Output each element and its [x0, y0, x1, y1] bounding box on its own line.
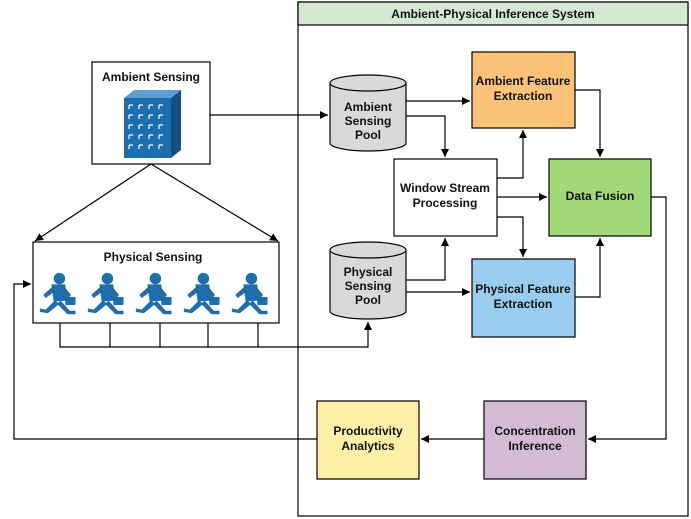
- arrow-ambient-pool-to-window: [406, 115, 449, 157]
- concentration-line-1: Concentration: [494, 424, 575, 438]
- ambient-sensing-pool: Ambient Sensing Pool: [329, 74, 407, 152]
- productivity-line-2: Analytics: [341, 439, 395, 453]
- arrow-ambient-feature-to-fusion: [575, 89, 604, 157]
- ambient-pool-line-1: Ambient: [344, 100, 392, 114]
- ambient-feature-box: [471, 51, 576, 129]
- physical-sensing-pool: Physical Sensing Pool: [329, 241, 407, 320]
- data-fusion-box: [548, 158, 652, 237]
- ambient-feature-line-1: Ambient Feature: [476, 74, 571, 88]
- arrow-fusion-to-concentration: [588, 196, 667, 443]
- window-stream-box: [393, 158, 498, 237]
- physical-pool-line-3: Pool: [355, 293, 381, 307]
- system-title-bar: [297, 1, 689, 26]
- ambient-feature-line-2: Extraction: [494, 89, 553, 103]
- physical-feature-line-1: Physical Feature: [475, 282, 571, 296]
- ambient-pool-line-3: Pool: [355, 128, 381, 142]
- window-stream-line-1: Window Stream: [400, 181, 490, 195]
- arrow-ambient-to-physical-left: [34, 163, 152, 242]
- arrow-physical-bus-to-pool: [59, 322, 372, 348]
- data-fusion-label: Data Fusion: [566, 189, 635, 203]
- arrow-window-to-physical-feature: [497, 216, 527, 257]
- system-title: Ambient-Physical Inference System: [391, 7, 594, 21]
- arrow-ambient-to-physical-right: [150, 163, 279, 242]
- physical-pool-line-1: Physical: [344, 265, 393, 279]
- arrow-window-to-ambient-feature: [497, 130, 527, 179]
- physical-pool-line-2: Sensing: [345, 279, 392, 293]
- window-stream-line-2: Processing: [413, 196, 478, 210]
- physical-feature-line-2: Extraction: [494, 297, 553, 311]
- physical-bus-taps: [109, 323, 259, 347]
- ambient-pool-line-2: Sensing: [345, 114, 392, 128]
- arrow-physical-pool-to-window: [406, 238, 449, 281]
- physical-sensing-label: Physical Sensing: [104, 250, 203, 264]
- productivity-analytics-box: [316, 400, 420, 480]
- ambient-sensing-label: Ambient Sensing: [102, 70, 200, 84]
- concentration-inference-box: [483, 400, 587, 480]
- arrow-productivity-to-physical: [13, 280, 317, 440]
- physical-feature-box: [471, 258, 576, 338]
- arrow-physical-feature-to-fusion: [575, 238, 604, 298]
- building-icon: [124, 90, 181, 158]
- productivity-line-1: Productivity: [333, 424, 403, 438]
- concentration-line-2: Inference: [508, 439, 562, 453]
